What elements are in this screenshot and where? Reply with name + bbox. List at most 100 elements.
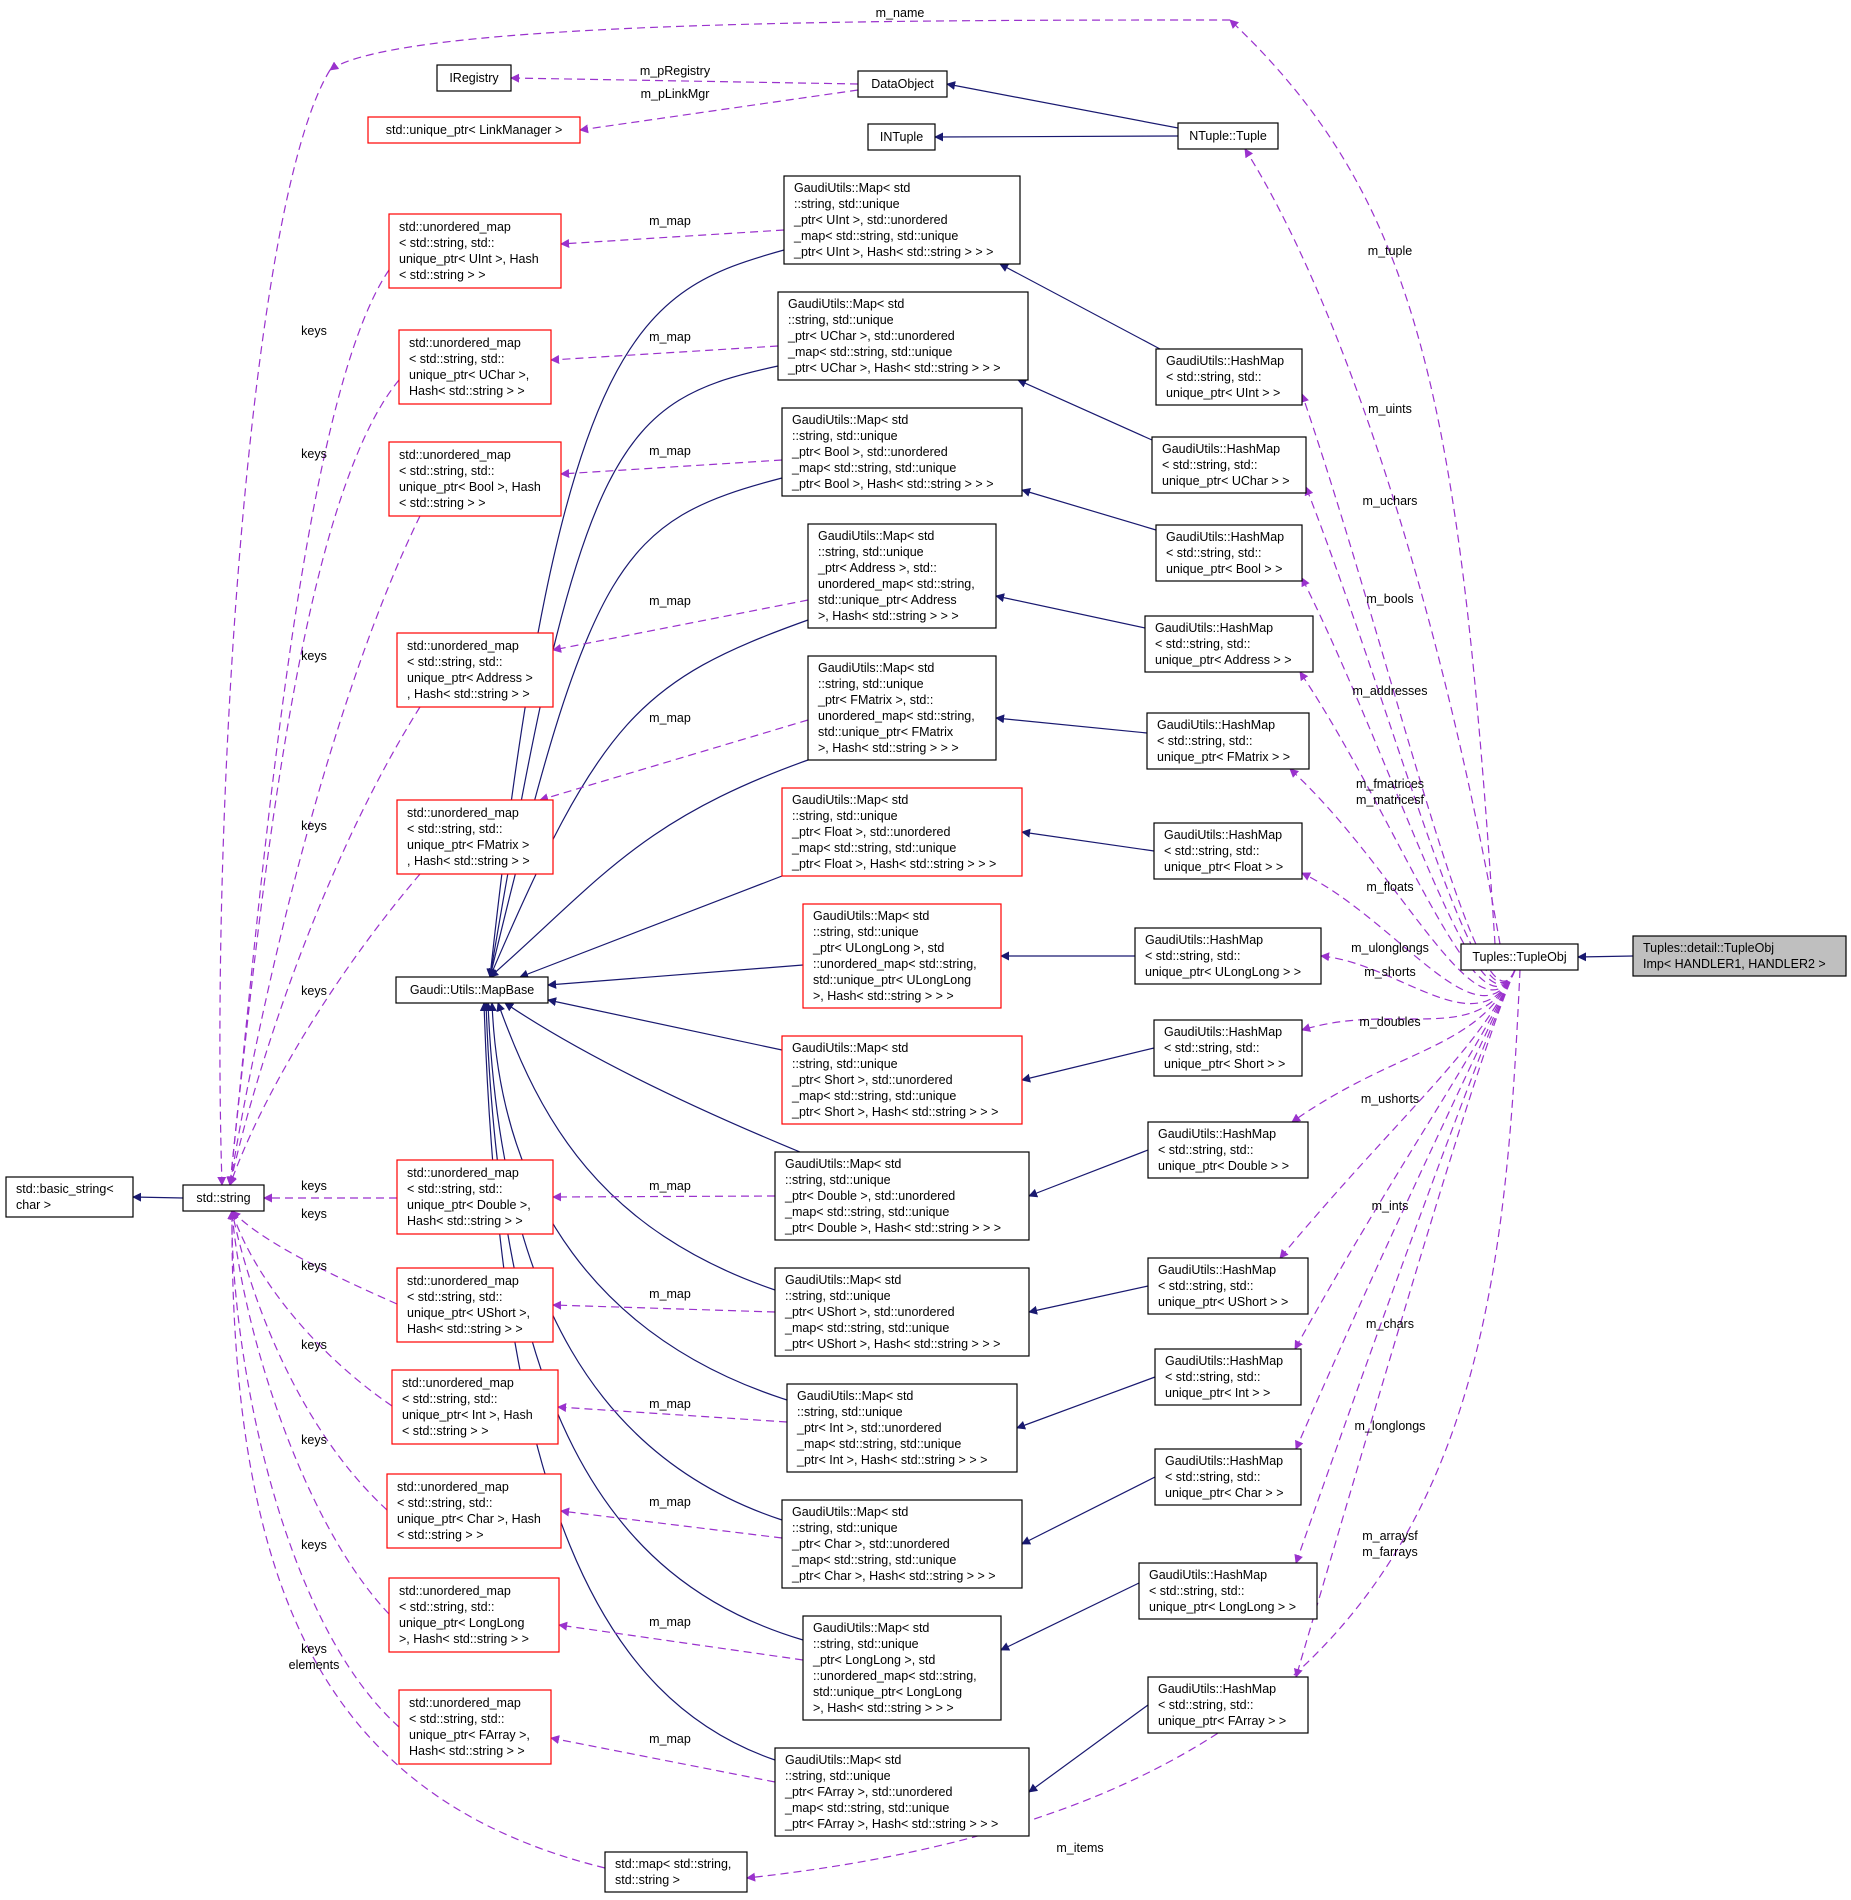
node-um-longlong[interactable]: std::unordered_map< std::string, std::un…: [388, 1577, 560, 1653]
node-hm-uint[interactable]: GaudiUtils::HashMap< std::string, std::u…: [1155, 348, 1303, 406]
node-hm-short[interactable]: GaudiUtils::HashMap< std::string, std::u…: [1153, 1019, 1303, 1077]
node-um-uint[interactable]: std::unordered_map< std::string, std::un…: [388, 213, 562, 289]
node-hm-ushort[interactable]: GaudiUtils::HashMap< std::string, std::u…: [1147, 1257, 1309, 1315]
node-label-line: std::unique_ptr< Address: [818, 593, 957, 607]
node-um-ushort[interactable]: std::unordered_map< std::string, std::un…: [396, 1267, 554, 1343]
node-label-line: std::string: [196, 1191, 250, 1205]
node-um-address[interactable]: std::unordered_map< std::string, std::un…: [396, 632, 554, 708]
node-hm-double[interactable]: GaudiUtils::HashMap< std::string, std::u…: [1147, 1121, 1309, 1179]
node-um-farray[interactable]: std::unordered_map< std::string, std::un…: [398, 1689, 552, 1765]
node-label-line: _map< std::string, std::unique: [784, 1205, 949, 1219]
node-box: [781, 407, 1023, 497]
node-mapbase[interactable]: Gaudi::Utils::MapBase: [395, 976, 549, 1004]
node-m-uint[interactable]: GaudiUtils::Map< std::string, std::uniqu…: [783, 175, 1021, 265]
node-m-bool[interactable]: GaudiUtils::Map< std::string, std::uniqu…: [781, 407, 1023, 497]
node-um-int[interactable]: std::unordered_map< std::string, std::un…: [391, 1369, 559, 1445]
node-um-char[interactable]: std::unordered_map< std::string, std::un…: [386, 1473, 562, 1549]
node-hm-int[interactable]: GaudiUtils::HashMap< std::string, std::u…: [1154, 1348, 1302, 1406]
node-label-line: unique_ptr< ULongLong > >: [1145, 965, 1301, 979]
node-intuple[interactable]: INTuple: [867, 123, 936, 151]
node-m-ulonglong[interactable]: GaudiUtils::Map< std::string, std::uniqu…: [802, 903, 1002, 1009]
node-box: [1147, 1121, 1309, 1179]
node-iregistry[interactable]: IRegistry: [436, 64, 512, 92]
usage-edge-72: [229, 1210, 388, 1511]
node-label-line: unique_ptr< Char > >: [1165, 1486, 1284, 1500]
node-label-line: unique_ptr< UInt >, Hash: [399, 252, 539, 266]
node-stdmap[interactable]: std::map< std::string,std::string >: [604, 1851, 748, 1893]
node-label-line: Hash< std::string > >: [407, 1322, 523, 1336]
node-tupleobj[interactable]: Tuples::TupleObj: [1460, 943, 1579, 971]
node-m-uchar[interactable]: GaudiUtils::Map< std::string, std::uniqu…: [777, 291, 1029, 381]
inheritance-edge-21: [489, 619, 809, 978]
edge-label-m-bools: m_bools: [1366, 592, 1413, 606]
node-hm-char[interactable]: GaudiUtils::HashMap< std::string, std::u…: [1154, 1448, 1302, 1506]
inheritance-edge-2: [934, 132, 1179, 142]
edge-label-m-chars: m_chars: [1366, 1317, 1414, 1331]
node-m-char[interactable]: GaudiUtils::Map< std::string, std::uniqu…: [781, 1499, 1023, 1589]
node-dataobject[interactable]: DataObject: [857, 70, 948, 98]
node-m-longlong[interactable]: GaudiUtils::Map< std::string, std::uniqu…: [802, 1615, 1002, 1721]
node-m-float[interactable]: GaudiUtils::Map< std::string, std::uniqu…: [781, 787, 1023, 877]
node-basicstring[interactable]: std::basic_string<char >: [5, 1176, 134, 1218]
node-label-line: unique_ptr< FArray > >: [1158, 1714, 1286, 1728]
node-label-line: unique_ptr< Char >, Hash: [397, 1512, 541, 1526]
node-hm-longlong[interactable]: GaudiUtils::HashMap< std::string, std::u…: [1138, 1562, 1318, 1620]
node-um-uchar[interactable]: std::unordered_map< std::string, std::un…: [398, 329, 552, 405]
node-um-double[interactable]: std::unordered_map< std::string, std::un…: [396, 1159, 554, 1235]
node-hm-uchar[interactable]: GaudiUtils::HashMap< std::string, std::u…: [1151, 436, 1307, 494]
edge-label-keys: keys: [301, 1259, 327, 1273]
node-label-line: std::basic_string<: [16, 1182, 114, 1196]
node-m-int[interactable]: GaudiUtils::Map< std::string, std::uniqu…: [786, 1383, 1018, 1473]
node-box: [396, 799, 554, 875]
node-label-line: unique_ptr< Address >: [407, 671, 533, 685]
usage-edge-59: [552, 1300, 776, 1313]
node-m-double[interactable]: GaudiUtils::Map< std::string, std::uniqu…: [774, 1151, 1030, 1241]
usage-edge-56: [552, 599, 809, 653]
node-ntuple[interactable]: NTuple::Tuple: [1177, 122, 1279, 150]
node-label-line: IRegistry: [449, 71, 499, 85]
node-label-line: unique_ptr< UInt > >: [1166, 386, 1280, 400]
node-label-line: GaudiUtils::Map< std: [785, 1273, 901, 1287]
node-label-line: GaudiUtils::HashMap: [1158, 1682, 1276, 1696]
node-box: [781, 1499, 1023, 1589]
node-label-line: < std::string, std::: [407, 1182, 503, 1196]
node-label-line: _ptr< Char >, Hash< std::string > > >: [791, 1569, 996, 1583]
node-um-fmatrix[interactable]: std::unordered_map< std::string, std::un…: [396, 799, 554, 875]
usage-edge-49: [1295, 969, 1516, 1450]
node-label-line: unique_ptr< UChar > >: [1162, 474, 1290, 488]
node-label-line: unique_ptr< Address > >: [1155, 653, 1292, 667]
node-label-line: < std::string, std::: [1164, 844, 1260, 858]
node-box: [774, 1267, 1030, 1357]
node-box: [802, 903, 1002, 1009]
node-label-line: _ptr< Address >, std::: [817, 561, 937, 575]
node-label-line: < std::string, std::: [1162, 458, 1258, 472]
edge-label-m-map: m_map: [649, 1397, 691, 1411]
node-m-address[interactable]: GaudiUtils::Map< std::string, std::uniqu…: [807, 523, 997, 629]
node-m-farray[interactable]: GaudiUtils::Map< std::string, std::uniqu…: [774, 1747, 1030, 1837]
node-m-short[interactable]: GaudiUtils::Map< std::string, std::uniqu…: [781, 1035, 1023, 1125]
node-label-line: GaudiUtils::Map< std: [813, 909, 929, 923]
node-hm-fmatrix[interactable]: GaudiUtils::HashMap< std::string, std::u…: [1146, 712, 1310, 770]
node-hm-float[interactable]: GaudiUtils::HashMap< std::string, std::u…: [1153, 822, 1303, 880]
node-label-line: _ptr< Double >, std::unordered: [784, 1189, 955, 1203]
usage-edge-36: [579, 89, 859, 134]
usage-edge-32: [1229, 19, 1496, 945]
node-label-line: GaudiUtils::HashMap: [1164, 828, 1282, 842]
node-hm-address[interactable]: GaudiUtils::HashMap< std::string, std::u…: [1144, 615, 1314, 673]
node-hm-farray[interactable]: GaudiUtils::HashMap< std::string, std::u…: [1147, 1676, 1309, 1734]
node-hm-bool[interactable]: GaudiUtils::HashMap< std::string, std::u…: [1155, 524, 1303, 582]
node-linkmgr[interactable]: std::unique_ptr< LinkManager >: [367, 116, 581, 144]
edge-label-m-map: m_map: [649, 1287, 691, 1301]
node-hm-ulonglong[interactable]: GaudiUtils::HashMap< std::string, std::u…: [1134, 927, 1322, 985]
node-label-line: ::string, std::unique: [797, 1405, 903, 1419]
node-um-bool[interactable]: std::unordered_map< std::string, std::un…: [388, 441, 562, 517]
node-m-ushort[interactable]: GaudiUtils::Map< std::string, std::uniqu…: [774, 1267, 1030, 1357]
node-label-line: unique_ptr< LongLong: [399, 1616, 525, 1630]
node-m-fmatrix[interactable]: GaudiUtils::Map< std::string, std::uniqu…: [807, 655, 997, 761]
node-label-line: _ptr< UShort >, Hash< std::string > > >: [784, 1337, 1000, 1351]
usage-edge-70: [231, 1210, 398, 1305]
inheritance-edge-28: [487, 1002, 788, 1401]
node-label-line: _map< std::string, std::unique: [796, 1437, 961, 1451]
node-stdstring[interactable]: std::string: [182, 1184, 265, 1212]
